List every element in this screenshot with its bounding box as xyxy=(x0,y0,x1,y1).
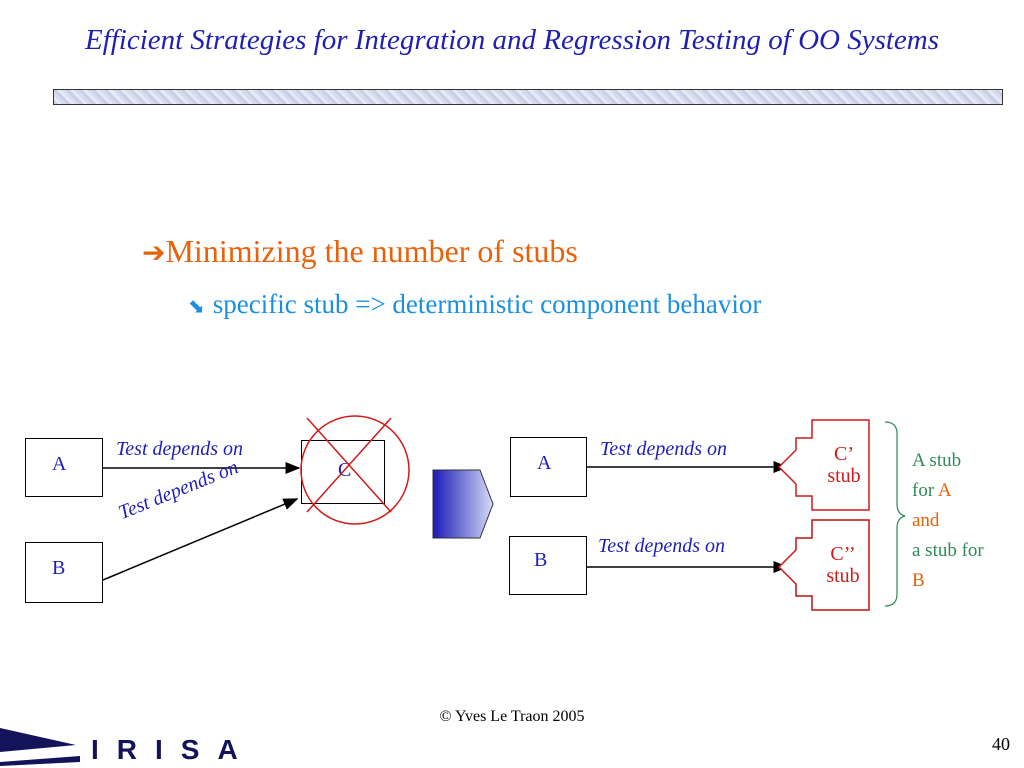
irisa-logo-swoosh-icon xyxy=(0,728,80,766)
diagonal-arrow-icon: ⬊ xyxy=(188,294,205,318)
right-arrow-icon: ➔ xyxy=(142,236,166,269)
note-line4: a stub for xyxy=(912,540,984,561)
note-line3: and xyxy=(912,510,940,531)
slide-title: Efficient Strategies for Integration and… xyxy=(84,24,940,56)
note-highlight-b: B xyxy=(912,570,925,591)
left-edge-label-top: Test depends on xyxy=(116,438,244,460)
right-box-a-label: A xyxy=(537,452,552,474)
stub-c-prime-name: C’ xyxy=(834,443,854,465)
right-edge-label-bottom: Test depends on xyxy=(598,535,726,557)
stub-c-prime-label: C’ stub xyxy=(816,443,872,487)
stub-c-dblprime-label: C’’ stub xyxy=(814,543,872,587)
note-line2: for A xyxy=(912,476,984,506)
right-box-b: B xyxy=(509,536,587,595)
bullet2-text: specific stub => deterministic component… xyxy=(212,289,762,319)
diagram-lines xyxy=(102,415,906,611)
pentagon-arrow-icon xyxy=(432,469,494,539)
page-number: 40 xyxy=(992,734,1010,754)
left-box-b-label: B xyxy=(52,557,66,579)
stub-c-dblprime-word: stub xyxy=(826,565,860,587)
note-line1: A stub xyxy=(912,450,962,471)
removed-circle xyxy=(300,415,410,525)
title-divider-bar xyxy=(53,89,1003,105)
bullet1-text: Minimizing the number of stubs xyxy=(165,233,578,269)
right-box-b-label: B xyxy=(534,549,548,571)
note-highlight-a: A xyxy=(937,480,952,501)
sub-bullet-specific-stub: ⬊ specific stub => deterministic componen… xyxy=(188,289,761,320)
left-arrow-b-to-c xyxy=(102,498,299,581)
stub-c-dblprime-name: C’’ xyxy=(830,543,856,565)
bullet-minimizing-stubs: ➔Minimizing the number of stubs xyxy=(142,233,578,270)
left-box-a: A xyxy=(25,438,103,497)
left-box-b: B xyxy=(25,542,103,603)
cross-line-2 xyxy=(306,417,392,513)
note-line2-prefix: for xyxy=(912,480,938,501)
stub-c-prime-shape xyxy=(777,419,870,511)
irisa-logo: IRISA xyxy=(91,734,256,765)
stub-c-prime-word: stub xyxy=(827,465,861,487)
stub-c-dblprime-shape xyxy=(777,519,870,611)
curly-brace xyxy=(884,421,906,607)
stub-explanation-note: A stub for A and a stub for B xyxy=(912,446,984,596)
copyright-footer: © Yves Le Traon 2005 xyxy=(439,708,585,725)
right-box-a: A xyxy=(510,437,587,497)
right-edge-label-top: Test depends on xyxy=(600,438,728,460)
left-box-a-label: A xyxy=(52,453,67,475)
